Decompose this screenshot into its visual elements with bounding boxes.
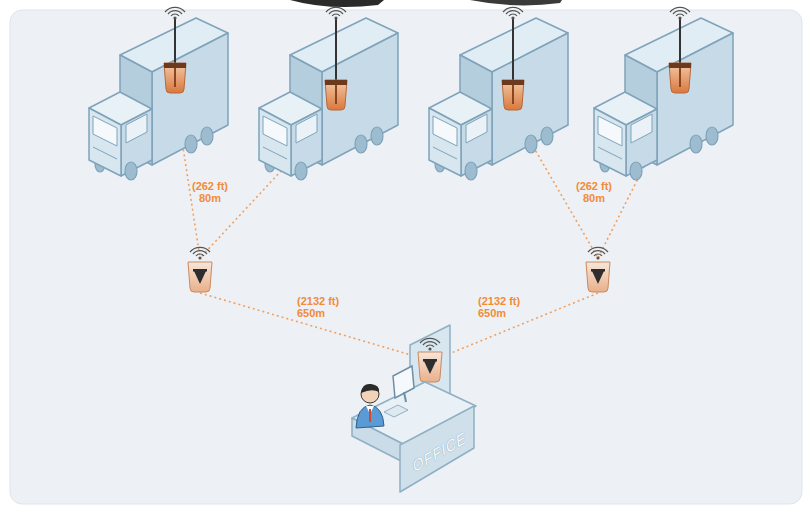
antenna bbox=[679, 18, 681, 65]
truck bbox=[429, 18, 568, 180]
decoration bbox=[290, 0, 384, 7]
keyboard bbox=[384, 405, 408, 417]
person-hair bbox=[361, 384, 379, 393]
antennas bbox=[164, 7, 691, 110]
truck bbox=[259, 18, 398, 180]
antenna bbox=[512, 18, 514, 82]
wireless-device bbox=[502, 80, 524, 110]
person-tie bbox=[369, 409, 371, 422]
wireless-link bbox=[200, 293, 428, 360]
truck bbox=[594, 18, 733, 180]
wireless-link bbox=[434, 293, 598, 360]
relays bbox=[188, 247, 610, 292]
relay-device bbox=[586, 262, 610, 292]
panel-shape bbox=[400, 406, 474, 492]
distance-label: (262 ft) 80m bbox=[184, 180, 236, 204]
office-sign: OFFICE bbox=[411, 427, 466, 476]
distance-label: (2132 ft) 650m bbox=[478, 295, 538, 319]
signal-symbol bbox=[420, 338, 440, 350]
office-panel: OFFICE bbox=[398, 398, 476, 494]
wireless-device bbox=[669, 63, 691, 93]
antenna bbox=[174, 18, 176, 65]
person-body bbox=[356, 405, 384, 428]
signal-symbol bbox=[588, 247, 608, 259]
signal-symbol bbox=[670, 7, 690, 19]
relay-device bbox=[188, 262, 212, 292]
signal-symbol bbox=[326, 7, 346, 19]
decoration bbox=[470, 0, 562, 5]
distance-label: (262 ft) 80m bbox=[568, 180, 620, 204]
monitor-stand bbox=[404, 392, 406, 402]
wireless-device bbox=[164, 63, 186, 93]
signal-symbol bbox=[190, 247, 210, 259]
distance-label: (2132 ft) 650m bbox=[297, 295, 357, 319]
antenna bbox=[335, 18, 337, 82]
signal-symbol bbox=[165, 7, 185, 19]
office-device bbox=[418, 352, 442, 382]
wireless-device bbox=[325, 80, 347, 110]
background-panel bbox=[10, 10, 802, 504]
text-holder: OFFICE bbox=[398, 398, 476, 494]
truck bbox=[89, 18, 228, 180]
signal-symbol bbox=[503, 7, 523, 19]
